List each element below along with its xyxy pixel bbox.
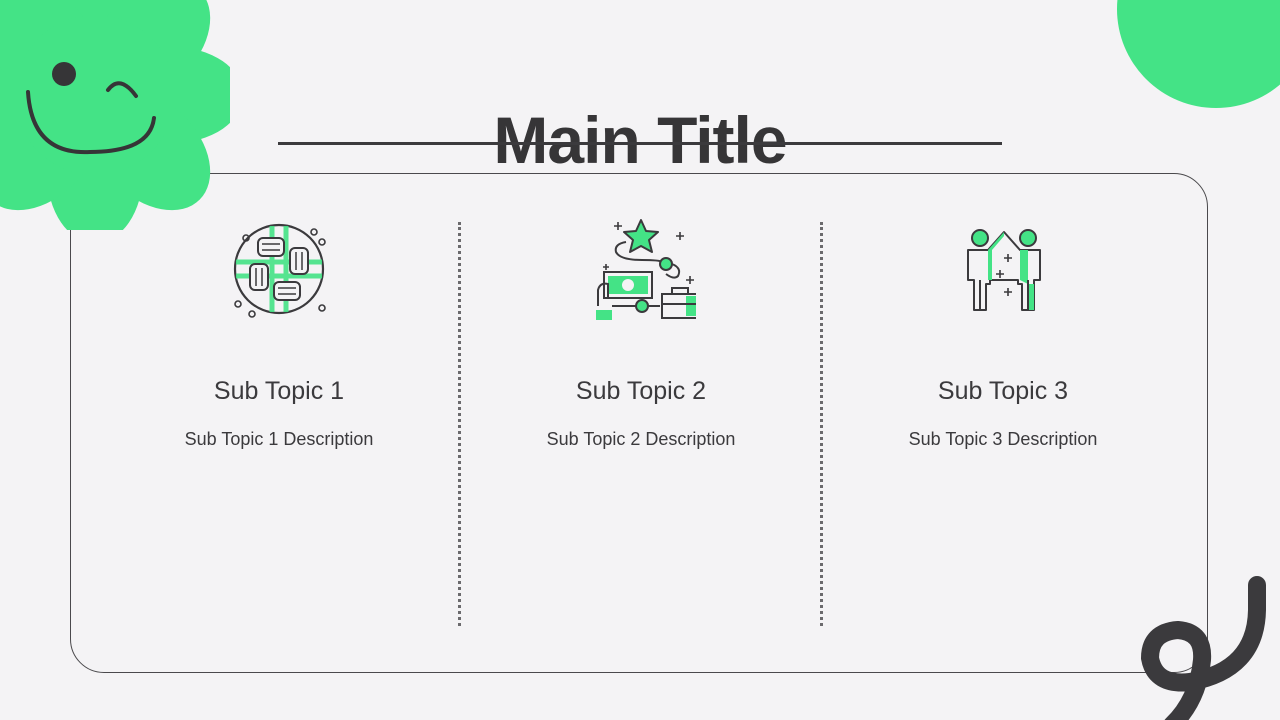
topic-column-2: Sub Topic 2 Sub Topic 2 Description	[476, 214, 806, 450]
money-reward-icon	[596, 219, 696, 320]
topic-column-3: Sub Topic 3 Sub Topic 3 Description	[838, 214, 1168, 450]
column-divider-2	[820, 222, 823, 626]
high-five-icon	[967, 229, 1041, 311]
winking-flower-icon	[0, 0, 230, 230]
teamwork-hands-icon	[233, 223, 326, 318]
topic-description: Sub Topic 1 Description	[184, 429, 374, 449]
topic-description: Sub Topic 2 Description	[546, 429, 736, 449]
topic-title: Sub Topic 1	[213, 377, 345, 405]
topic-column-1: Sub Topic 1 Sub Topic 1 Description	[114, 214, 444, 450]
green-circle-shape	[1117, 0, 1280, 108]
topic-title: Sub Topic 3	[937, 377, 1069, 405]
title-underline	[278, 142, 1002, 145]
main-title: Main Title	[493, 103, 787, 178]
squiggle-shape	[1140, 576, 1266, 720]
topic-description: Sub Topic 3 Description	[908, 429, 1098, 449]
topic-title: Sub Topic 2	[575, 377, 707, 405]
column-divider-1	[458, 222, 461, 626]
